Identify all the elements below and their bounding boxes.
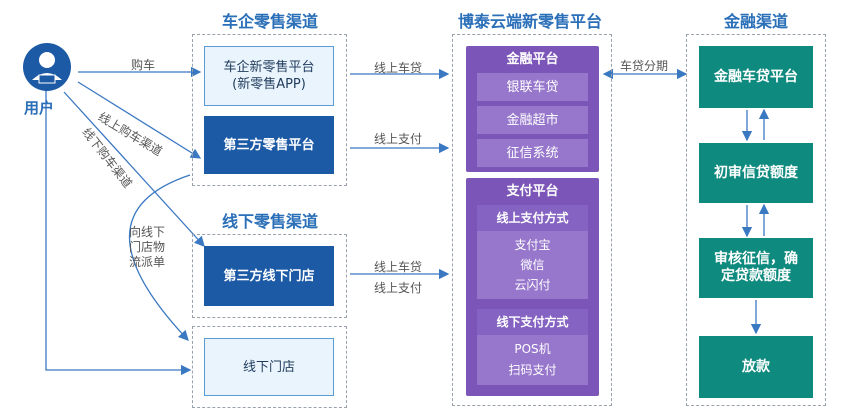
user-label: 用户: [24, 99, 55, 117]
pay-wechat: 微信: [520, 257, 545, 272]
finance-platform-title: 金融平台: [506, 51, 559, 67]
finance-container: [686, 34, 826, 406]
label-online-loan-1: 线上车贷: [374, 61, 423, 75]
offline-store-box: 线下门店: [204, 338, 334, 396]
credit-review-box: 审核征信，确 定贷款额度: [699, 238, 813, 298]
label-dispatch: 向线下门店物流派单: [128, 225, 165, 269]
offline-channel-container-1: [192, 234, 347, 318]
pay-scan-code: 扫码支付: [508, 362, 557, 377]
offline-pay-title: 线下支付方式: [477, 309, 588, 335]
label-installment: 车贷分期: [620, 59, 669, 73]
oem-retail-platform-box: 车企新零售平台 (新零售APP): [204, 46, 334, 106]
label-buy-car: 购车: [131, 58, 156, 72]
label-online-pay-2: 线上支付: [374, 281, 423, 295]
arrow-user-to-store: [45, 90, 192, 376]
online-pay-title: 线上支付方式: [477, 205, 588, 231]
label-online-loan-2: 线上车贷: [374, 260, 423, 274]
pay-alipay: 支付宝: [514, 237, 551, 252]
section-offline-channel-title: 线下零售渠道: [221, 212, 318, 231]
pay-pos: POS机: [514, 341, 551, 356]
arrow-dispatch: [128, 174, 191, 341]
section-platform-title: 博泰云端新零售平台: [457, 12, 602, 31]
finance-item-supermarket: 金融超市: [477, 106, 588, 134]
finance-loan-platform-box: 金融车贷平台: [699, 46, 813, 108]
offline-channel-container-2: [192, 326, 347, 408]
platform-container: [452, 34, 612, 406]
arrow-offline-channel: [63, 91, 205, 247]
user-icon: [22, 42, 72, 92]
finance-item-credit-system: 征信系统: [477, 139, 588, 167]
arrow-online-channel: [77, 81, 202, 159]
label-online-pay-1: 线上支付: [374, 132, 423, 146]
car-channel-container: [192, 34, 347, 186]
third-party-retail-platform-box: 第三方零售平台: [204, 116, 334, 174]
section-car-channel-title: 车企零售渠道: [221, 12, 318, 31]
finance-item-unionpay-loan: 银联车贷: [477, 73, 588, 101]
loan-disbursement-box: 放款: [699, 336, 813, 398]
pay-unionpay-quickpass: 云闪付: [514, 277, 551, 292]
payment-platform-title: 支付平台: [506, 183, 559, 199]
section-finance-channel-title: 金融渠道: [723, 12, 788, 31]
initial-credit-limit-box: 初审信贷额度: [699, 143, 813, 203]
third-party-offline-store-box: 第三方线下门店: [204, 246, 334, 306]
